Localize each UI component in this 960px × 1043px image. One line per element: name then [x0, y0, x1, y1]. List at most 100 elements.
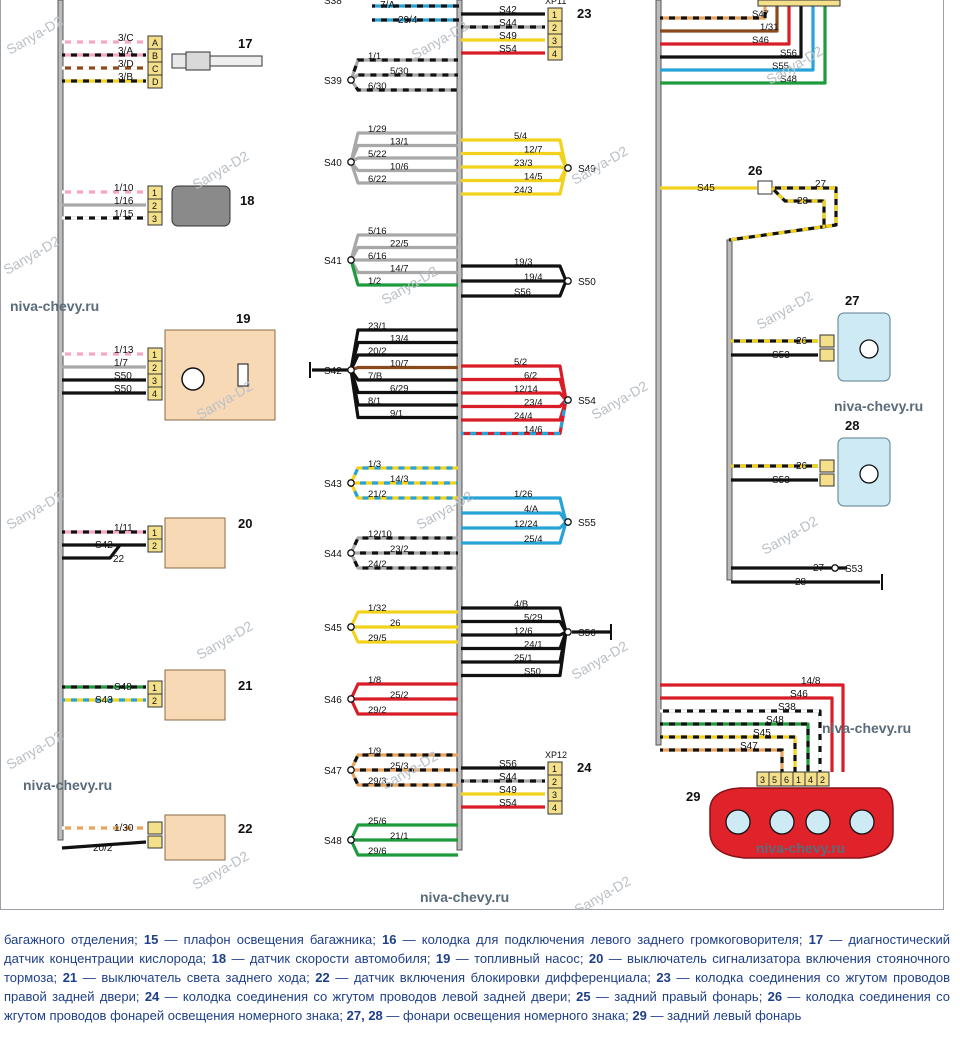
connector-pin: [819, 348, 835, 362]
pin-label: 1: [796, 775, 801, 785]
wire-label-c28: 26: [796, 461, 808, 472]
site-label: niva-chevy.ru: [756, 840, 845, 856]
diagram-frame: [0, 0, 944, 910]
c27-bulb-icon: [859, 339, 879, 359]
wire-label-c20: 22: [113, 554, 125, 565]
connector-pin: [819, 334, 835, 348]
wire-label-c17: 3/D: [118, 59, 134, 70]
wire-label-c29: S48: [766, 715, 784, 726]
wire-label-S41: 6/16: [368, 251, 387, 262]
caption-number: 20: [588, 951, 604, 966]
wire-label-top-right: S55: [772, 61, 789, 72]
caption-number: 24: [144, 989, 160, 1004]
wire-label-c23: S42: [499, 5, 517, 16]
wire-label-S42: 23/1: [368, 321, 387, 332]
wire-label-c27: S53: [772, 350, 790, 361]
connector-pin: [147, 386, 163, 401]
splice-label-s46: S46: [324, 695, 342, 706]
wire-label-S43: 21/2: [368, 489, 387, 500]
pin-label: B: [152, 51, 158, 61]
wire-label-c17: 3/A: [118, 46, 133, 57]
caption-text: — выключатель сигнализатора включения ст…: [4, 951, 950, 985]
watermark: Sanya-D2: [4, 13, 66, 58]
wire-label-S42: 8/1: [368, 396, 381, 407]
wire-label-S42: 10/7: [390, 359, 409, 370]
connector-pin: [819, 473, 835, 487]
watermark: Sanya-D2: [589, 378, 651, 423]
wire-label-S50: 19/3: [514, 257, 533, 268]
connector-header-23: XP11: [545, 0, 566, 6]
wire-label-S44: 24/2: [368, 559, 387, 570]
wire-label-c26: 28: [797, 196, 809, 207]
watermark: Sanya-D2: [194, 618, 256, 663]
pin-label: C: [152, 64, 159, 74]
wire-label-S45: 1/32: [368, 603, 387, 614]
component-number-18: 18: [240, 193, 254, 208]
wire-S54-5-stripe: [461, 399, 568, 436]
caption-number: 22: [315, 970, 330, 985]
wire-c29-4: [660, 735, 797, 772]
caption-text: — колодка соединения со жгутом проводов …: [4, 970, 951, 1004]
pin-label: A: [152, 38, 158, 48]
wire-S49-4: [461, 167, 568, 196]
wire-label-c26: 27: [815, 179, 827, 190]
splice-node: [564, 277, 572, 285]
wire-label-c20: S42: [95, 540, 113, 551]
wire-label-c20: 1/11: [114, 523, 133, 534]
wire-label-c27: 26: [796, 336, 808, 347]
caption-text: — датчик скорости автомобиля;: [226, 951, 436, 966]
wire-label-c26: S45: [697, 183, 715, 194]
wire-label-c29: S47: [740, 741, 758, 752]
wire-S56-1: [461, 619, 568, 633]
caption-number: 25: [576, 989, 591, 1004]
wire-S50-2: [461, 280, 568, 298]
wire-label-S56: 24/1: [524, 640, 543, 651]
wire-S47-2-stripe: [349, 769, 458, 787]
splice-node: [347, 766, 355, 774]
watermark: Sanya-D2: [4, 488, 66, 533]
wire-label-S50: 19/4: [524, 272, 543, 283]
wire-S47-0-stripe: [349, 753, 458, 771]
figure-caption: багажного отделения; 15 — плафон освещен…: [4, 930, 950, 1025]
wire-label-S41: 5/16: [368, 226, 387, 237]
top-right-connector: [757, 0, 841, 7]
wire-S49-0: [461, 138, 568, 169]
caption-text: — фонари освещения номерного знака;: [382, 1008, 633, 1023]
wire-c29-5: [660, 748, 784, 772]
caption-number: 16: [382, 932, 397, 947]
wire-label-c22: 1/30: [114, 823, 134, 834]
caption-number: 27, 28: [346, 1008, 383, 1023]
splice-node: [347, 549, 355, 557]
component-number-27: 27: [845, 293, 859, 308]
wire-label-S47: 25/3: [390, 761, 409, 772]
wire-S42-1: [349, 340, 458, 371]
pin-label: 1: [552, 10, 557, 20]
wire-label-S49: 12/7: [524, 145, 543, 156]
watermark: Sanya-D2: [572, 873, 634, 910]
splice-node: [347, 836, 355, 844]
splice-node: [347, 366, 355, 374]
component-number-28: 28: [845, 418, 859, 433]
pin-label: 3: [152, 376, 157, 386]
wire-top-right-0: [660, 6, 767, 20]
wire-label-c18: 1/16: [114, 196, 134, 207]
wire-label-top-right: S48: [780, 74, 797, 85]
wire-top-right-0-stripe: [660, 6, 767, 20]
connector-pin: [147, 211, 163, 226]
caption-number: 18: [211, 951, 227, 966]
pin-label: 3: [552, 36, 557, 46]
caption-text: — топливный насос;: [450, 951, 589, 966]
wire-label-S42: 20/2: [368, 346, 387, 357]
wire-label-top-right: S47: [752, 9, 769, 20]
caption-text: — выключатель света заднего хода;: [77, 970, 316, 985]
harness-right: [655, 0, 662, 746]
splice-node: [347, 695, 355, 703]
wire-label-c24: S54: [499, 798, 517, 809]
wire-label-c24: S49: [499, 785, 517, 796]
oxygen-sensor-hex: [185, 51, 211, 71]
wire-top-right-3: [660, 6, 803, 59]
pin-label: 6: [784, 775, 789, 785]
site-label: niva-chevy.ru: [10, 298, 99, 314]
wire-label-S49: 23/3: [514, 158, 533, 169]
